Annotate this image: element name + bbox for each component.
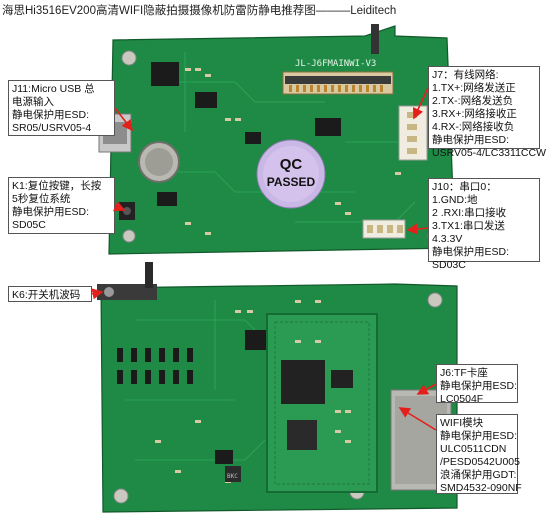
- label-j6-tf-slot: J6:TF卡座 静电保护用ESD: LC0504F: [436, 364, 518, 405]
- label-j7-ethernet: J7：有线网络: 1.TX+:网络发送正 2.TX-:网络发送负 3.RX+:网…: [428, 66, 546, 159]
- label-line: 5秒复位系统: [12, 193, 71, 205]
- label-line: LC0504F: [440, 393, 484, 405]
- label-line: 4.3.3V: [432, 233, 463, 245]
- label-line: J11:Micro USB 总: [12, 83, 95, 95]
- label-j10-serial: J10：串口0： 1.GND:地 2 .RXI:串口接收 3.TX1:串口发送 …: [428, 178, 540, 271]
- silkscreen-text: JL-J6FMAINWI-V3: [295, 59, 376, 69]
- label-line: K6:开关机波码: [12, 289, 81, 301]
- label-line: 3.TX1:串口发送: [432, 220, 505, 232]
- label-line: 浪涌保护用GDT:: [440, 469, 517, 481]
- label-k6-power-switch: K6:开关机波码: [8, 286, 92, 302]
- label-line: J6:TF卡座: [440, 367, 488, 379]
- label-line: WIFI模块: [440, 417, 484, 429]
- label-line: J7：有线网络:: [432, 69, 499, 81]
- label-line: K1:复位按键，长按: [12, 180, 102, 192]
- label-line: 静电保护用ESD:: [440, 380, 518, 392]
- label-j11-usb-power: J11:Micro USB 总 电源输入 静电保护用ESD: SR05/USRV…: [8, 80, 115, 136]
- label-line: 静电保护用ESD:: [440, 430, 518, 442]
- label-line: SD05C: [12, 219, 46, 231]
- label-line: SR05/USRV05-4: [12, 122, 92, 134]
- label-line: USRV05-4/LC3311CCW: [432, 147, 546, 159]
- page-title: 海思Hi3516EV200高清WIFI隐蔽拍摄摄像机防雷防静电推荐图———Lei…: [2, 5, 397, 17]
- label-line: J10：串口0：: [432, 181, 497, 193]
- label-line: 4.RX-:网络接收负: [432, 121, 515, 133]
- chip-mark-text: BKC: [227, 473, 238, 480]
- label-line: SD03C: [432, 259, 466, 271]
- label-line: /PESD0542U005: [440, 456, 520, 468]
- label-line: 静电保护用ESD:: [12, 206, 90, 218]
- label-wifi-module: WIFI模块 静电保护用ESD: ULC0511CDN /PESD0542U00…: [436, 414, 522, 494]
- label-line: 1.GND:地: [432, 194, 478, 206]
- label-line: 静电保护用ESD:: [432, 134, 510, 146]
- label-line: 2.TX-:网络发送负: [432, 95, 514, 107]
- label-line: SMD4532-090NF: [440, 482, 522, 494]
- label-line: 电源输入: [12, 96, 54, 108]
- qc-sticker-line1: QC: [280, 156, 303, 173]
- label-line: 2 .RXI:串口接收: [432, 207, 507, 219]
- label-k1-reset: K1:复位按键，长按 5秒复位系统 静电保护用ESD: SD05C: [8, 177, 115, 234]
- label-line: 静电保护用ESD:: [12, 109, 90, 121]
- label-line: 3.RX+:网络接收正: [432, 108, 517, 120]
- label-line: ULC0511CDN: [440, 443, 507, 455]
- top-board-photo: JL-J6FMAINWI-V3 QC PASSED: [95, 22, 457, 258]
- label-line: 静电保护用ESD:: [432, 246, 510, 258]
- qc-sticker-line2: PASSED: [267, 175, 316, 189]
- label-line: 1.TX+:网络发送正: [432, 82, 516, 94]
- bottom-board-photo: BKC: [95, 260, 458, 523]
